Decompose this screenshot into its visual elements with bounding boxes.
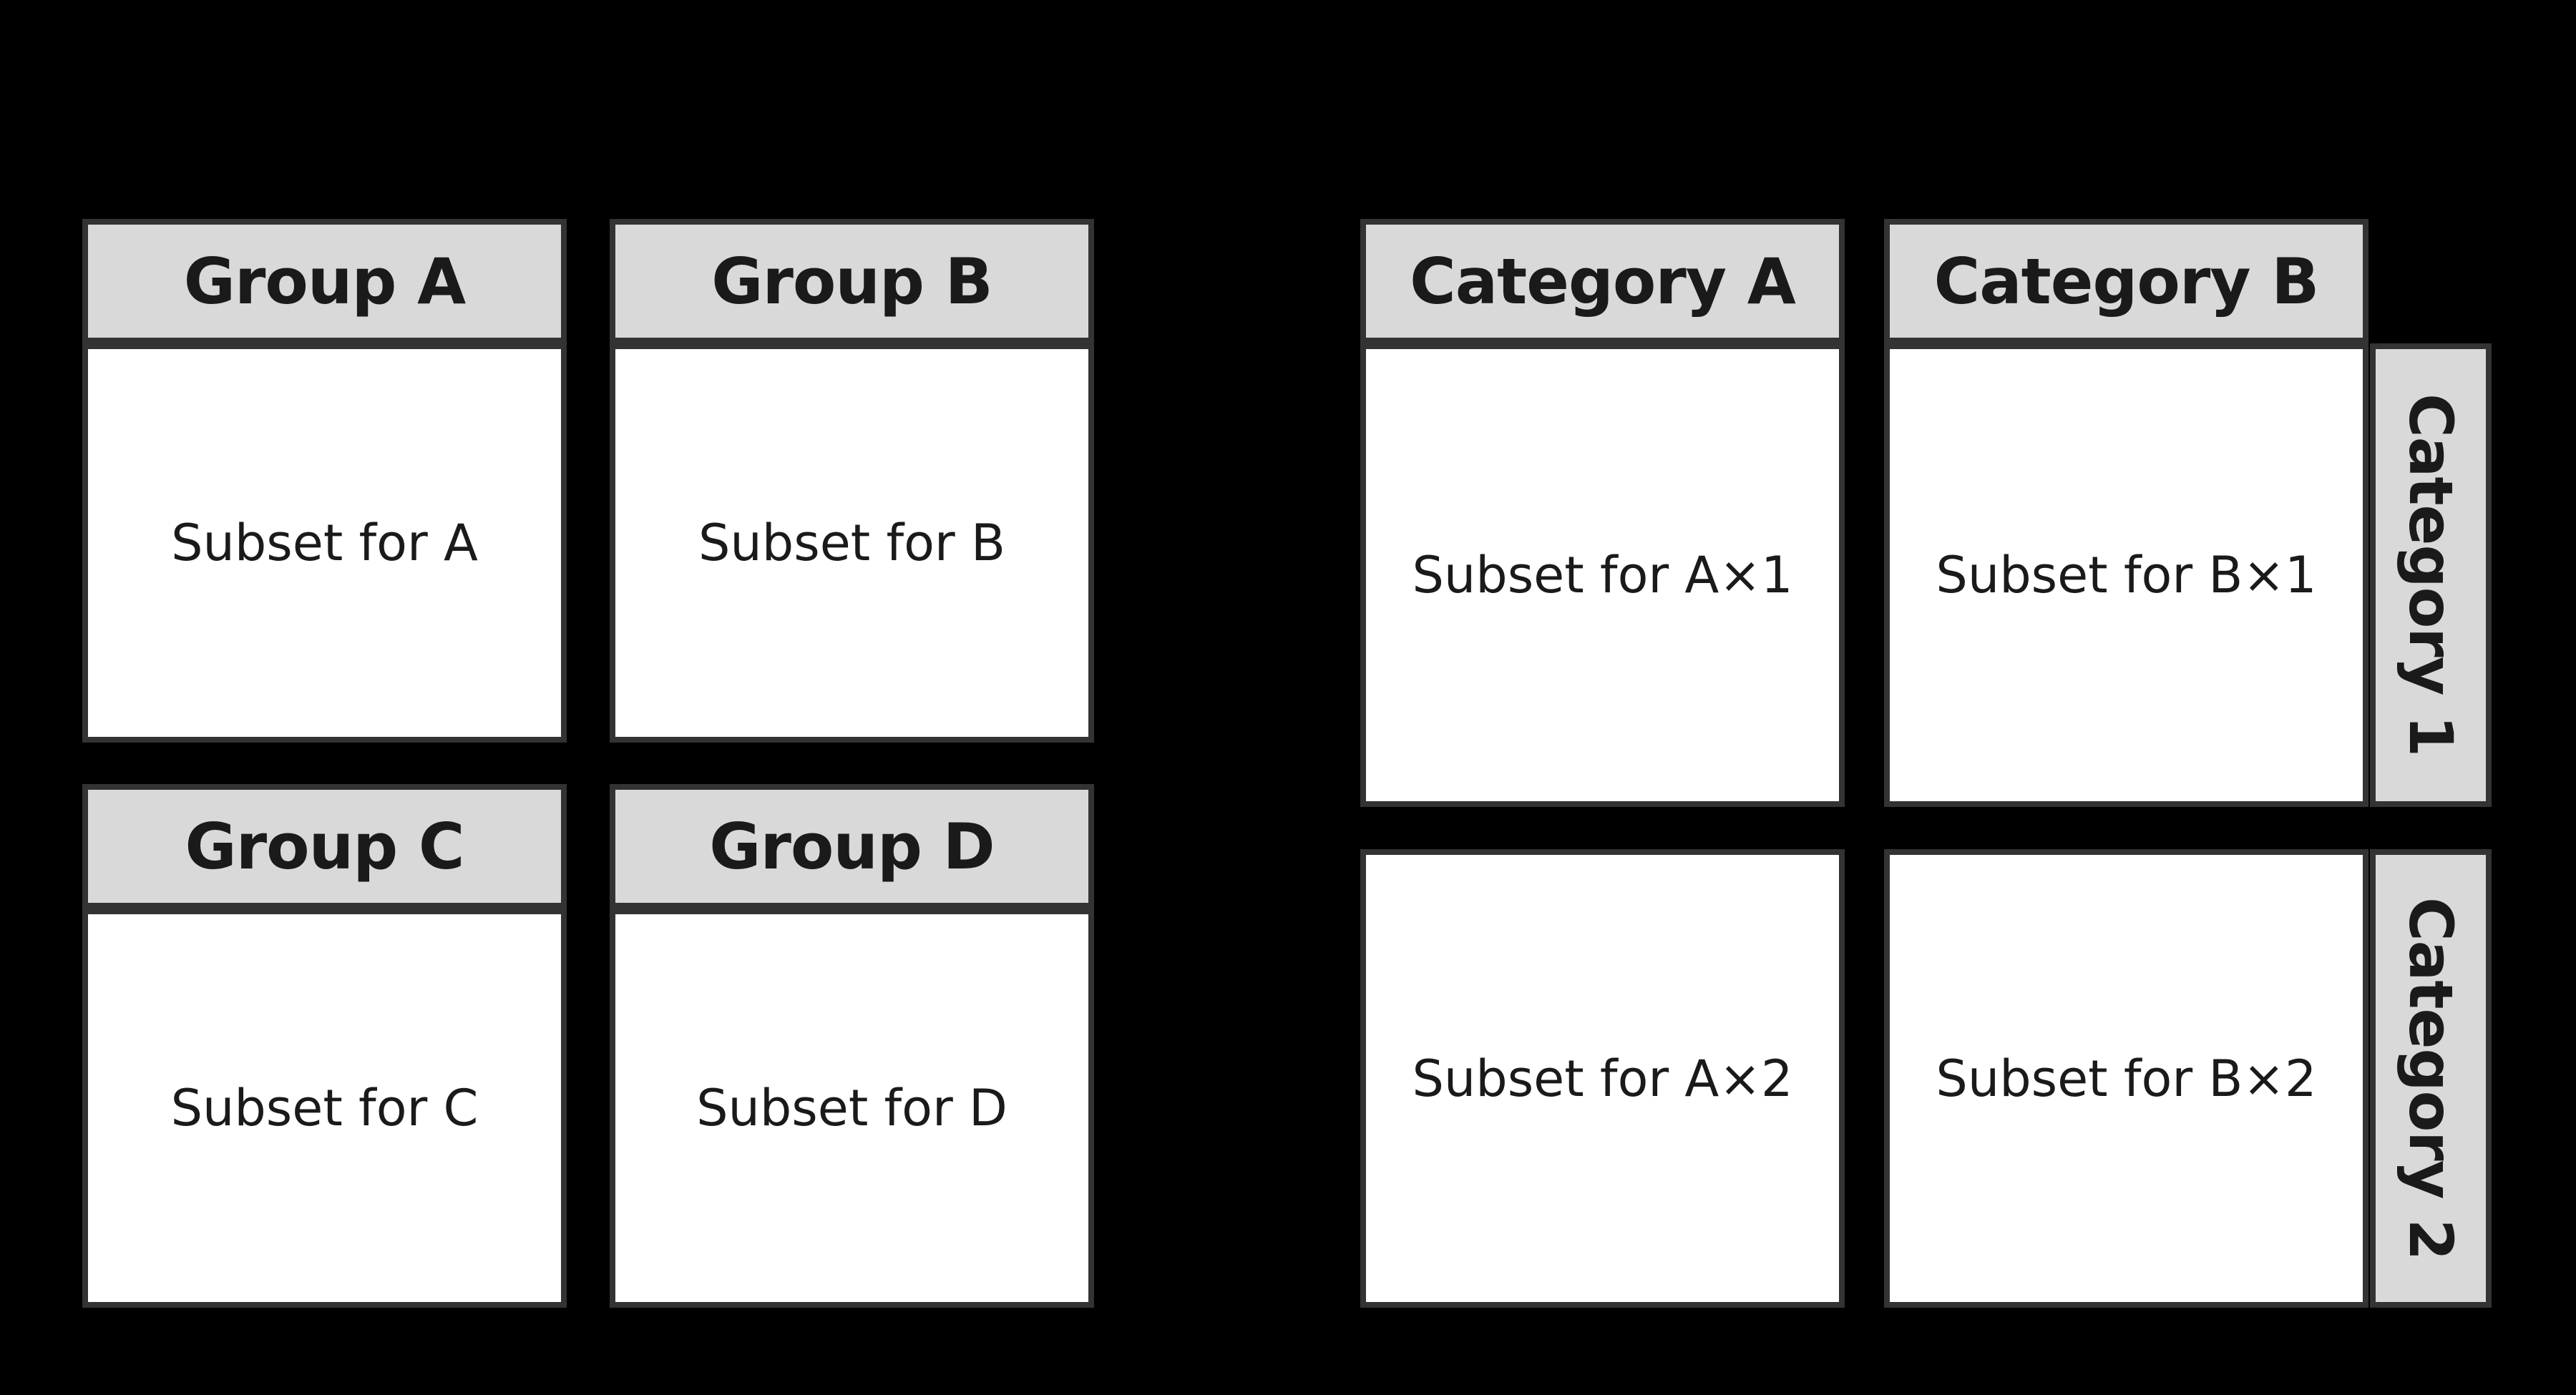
facet-wrap-panel-group-b: Subset for B (610, 343, 1094, 743)
facet-grid-cell-a1: Subset for A×1 (1360, 343, 1845, 807)
facet-wrap-strip-group-d: Group D (610, 784, 1094, 909)
facet-wrap-panel-group-d: Subset for D (610, 909, 1094, 1308)
facet-grid-row-strip-category-2: Category 2 (2370, 849, 2492, 1308)
facet-wrap-strip-group-a: Group A (82, 219, 567, 343)
facet-grid-cell-b2: Subset for B×2 (1884, 849, 2368, 1308)
facet-wrap-strip-group-c: Group C (82, 784, 567, 909)
facet-grid-col-strip-category-a: Category A (1360, 219, 1845, 343)
facet-grid-row-strip-category-1: Category 1 (2370, 343, 2492, 807)
facet-wrap-strip-group-b: Group B (610, 219, 1094, 343)
facet-grid-cell-b1: Subset for B×1 (1884, 343, 2368, 807)
facet-wrap-panel-group-c: Subset for C (82, 909, 567, 1308)
facet-wrap-panel-group-a: Subset for A (82, 343, 567, 743)
facet-grid-col-strip-category-b: Category B (1884, 219, 2368, 343)
facet-grid-cell-a2: Subset for A×2 (1360, 849, 1845, 1308)
